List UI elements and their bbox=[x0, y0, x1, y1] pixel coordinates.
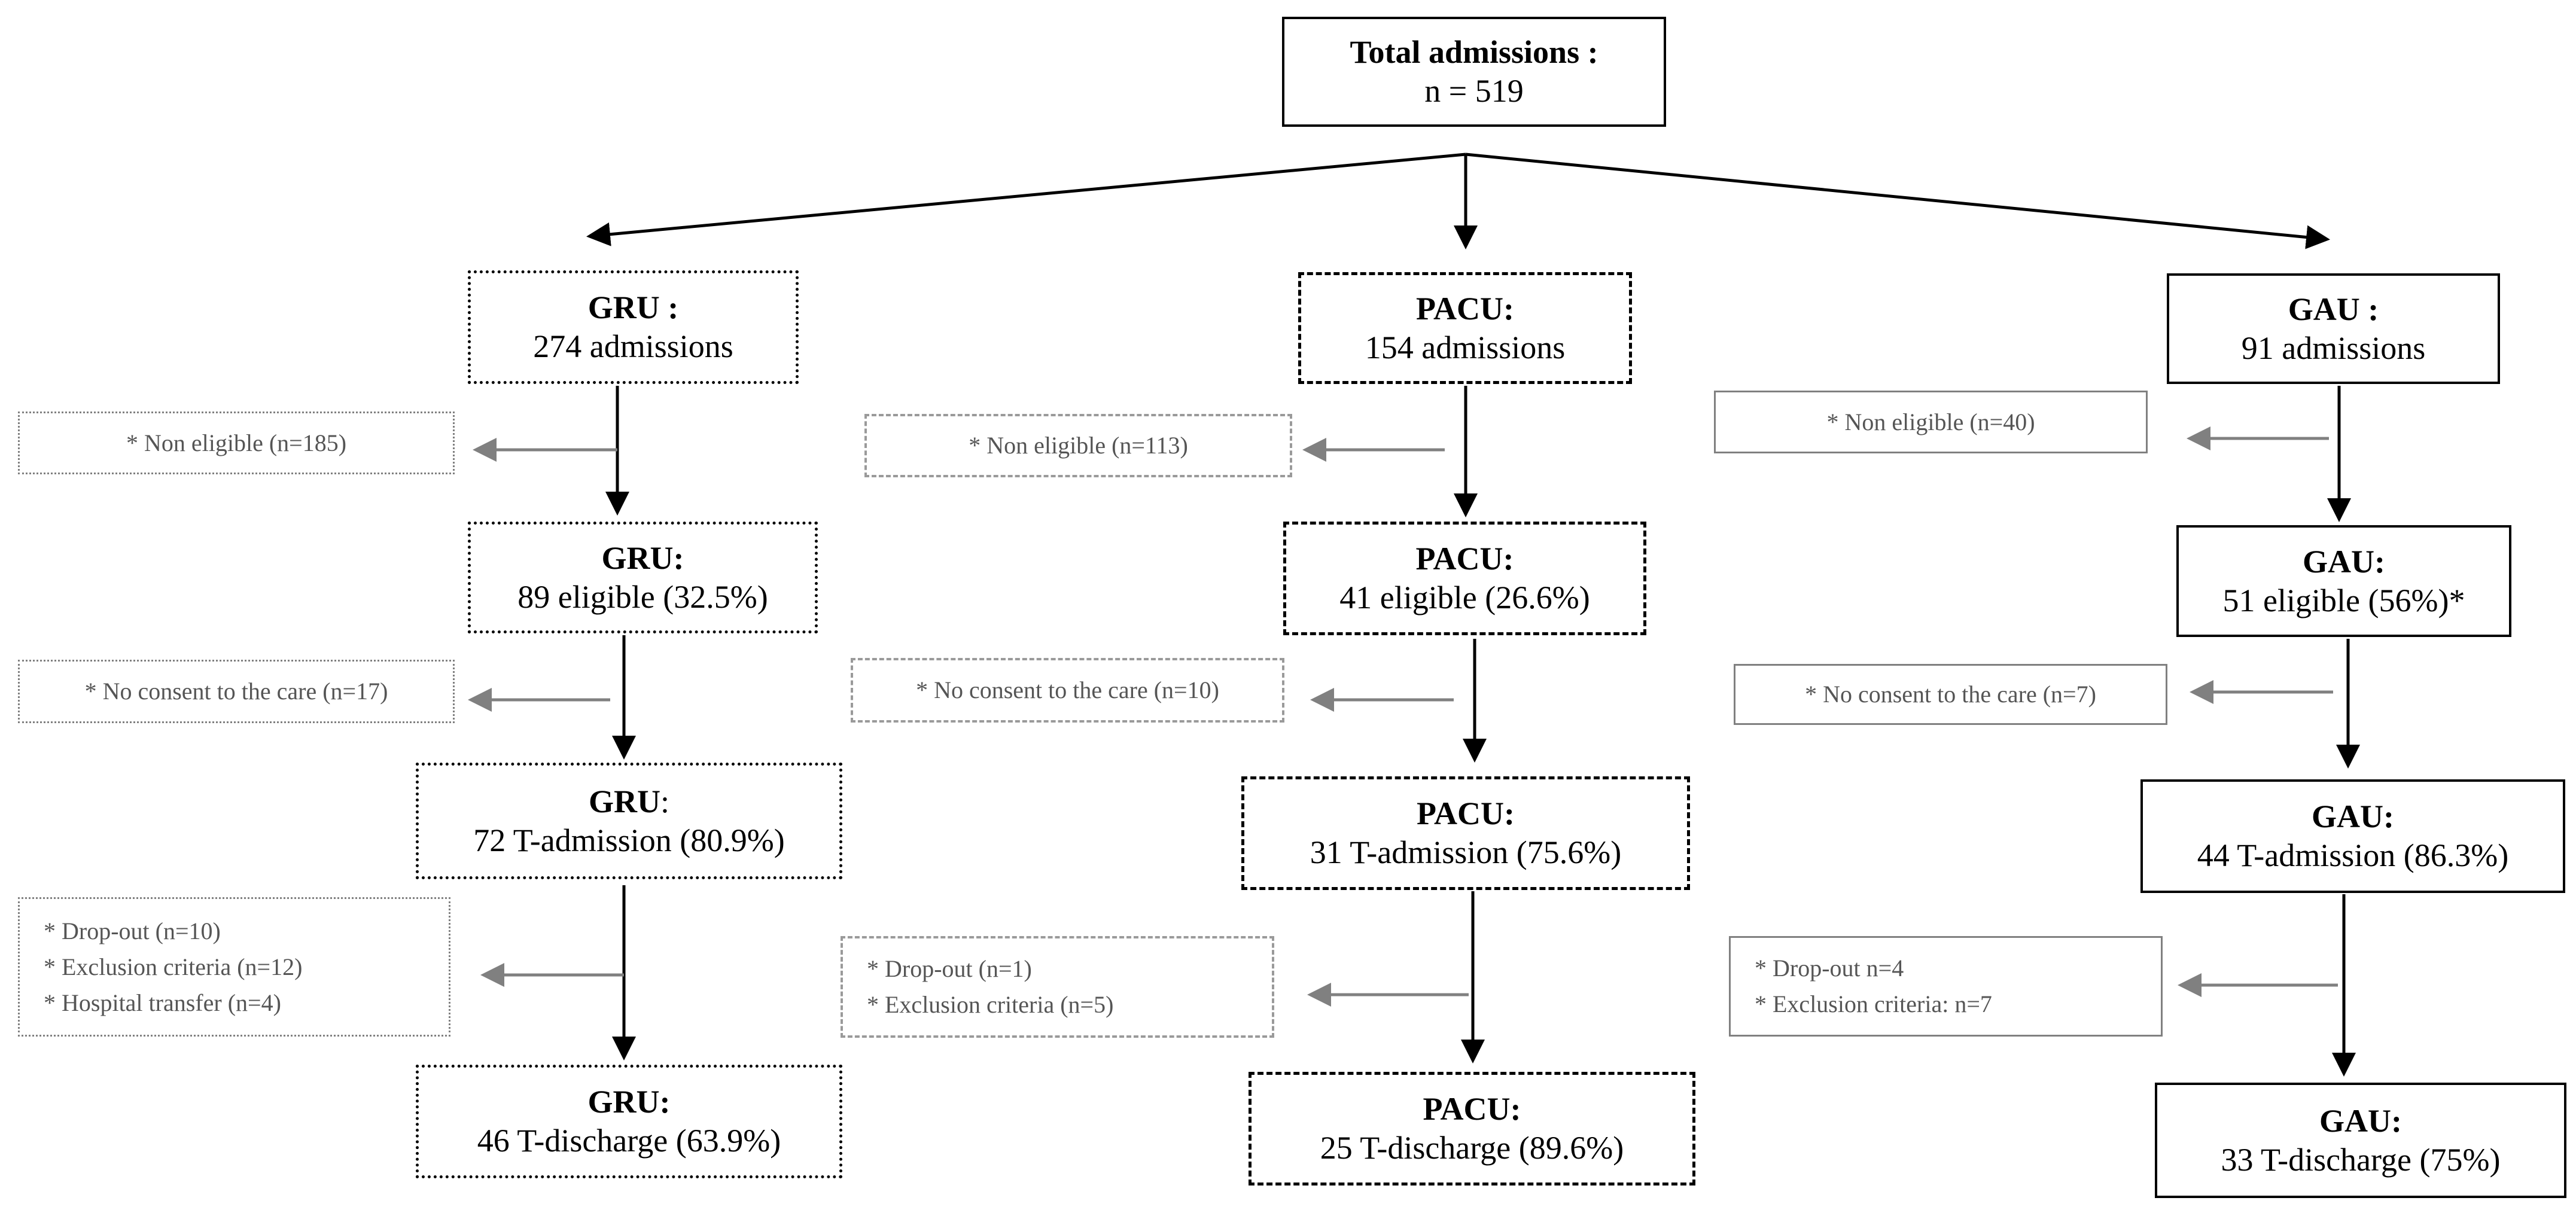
gru-unit-value: 274 admissions bbox=[533, 328, 733, 364]
pacu-unit-title: PACU: bbox=[1416, 290, 1514, 327]
pacu-tdischarge-box: PACU: 25 T-discharge (89.6%) bbox=[1249, 1072, 1695, 1185]
pacu-unit-box: PACU: 154 admissions bbox=[1298, 272, 1632, 384]
arrow-root-to-gru bbox=[586, 153, 1466, 246]
gau-tadmission-box: GAU: 44 T-admission (86.3%) bbox=[2140, 779, 2565, 893]
gau-exclusion-3-item: * Drop-out n=4 bbox=[1755, 955, 1904, 982]
pacu-exclusion-2: * No consent to the care (n=10) bbox=[851, 658, 1284, 723]
gru-tadmission-box: GRU: 72 T-admission (80.9%) bbox=[416, 763, 842, 879]
pacu-exclusion-3-item: * Drop-out (n=1) bbox=[867, 955, 1032, 982]
root-title: Total admissions : bbox=[1350, 34, 1598, 71]
gru-tdischarge-title: GRU: bbox=[587, 1084, 671, 1120]
arrow-root-to-gau bbox=[1465, 153, 2330, 249]
gau-tadmission-value: 44 T-admission (86.3%) bbox=[2197, 837, 2509, 873]
gau-tdischarge-box: GAU: 33 T-discharge (75%) bbox=[2155, 1083, 2566, 1198]
gau-tadmission-title: GAU: bbox=[2312, 799, 2394, 835]
gru-tadmission-title: GRU bbox=[588, 783, 660, 819]
pacu-eligible-value: 41 eligible (26.6%) bbox=[1339, 580, 1590, 615]
gau-eligible-box: GAU: 51 eligible (56%)* bbox=[2176, 525, 2511, 637]
gau-eligible-title: GAU: bbox=[2303, 543, 2385, 580]
root-arrows bbox=[586, 153, 2330, 249]
pacu-tadmission-title: PACU: bbox=[1417, 796, 1515, 832]
pacu-eligible-box: PACU: 41 eligible (26.6%) bbox=[1283, 522, 1646, 635]
gru-exclusion-3: * Drop-out (n=10) * Exclusion criteria (… bbox=[18, 897, 450, 1037]
gau-eligible-value: 51 eligible (56%)* bbox=[2222, 582, 2465, 618]
gau-unit-value: 91 admissions bbox=[2241, 330, 2426, 366]
pacu-unit-value: 154 admissions bbox=[1365, 329, 1566, 365]
gau-unit-title: GAU : bbox=[2288, 291, 2379, 327]
gru-unit-title: GRU : bbox=[587, 289, 679, 326]
gau-tdischarge-value: 33 T-discharge (75%) bbox=[2221, 1141, 2501, 1178]
gau-exclusion-3: * Drop-out n=4 * Exclusion criteria: n=7 bbox=[1729, 936, 2163, 1037]
gru-unit-box: GRU : 274 admissions bbox=[468, 270, 799, 384]
gru-tadmission-title-suffix: : bbox=[660, 783, 669, 819]
gau-exclusion-3-item: * Exclusion criteria: n=7 bbox=[1755, 991, 1992, 1017]
gau-tdischarge-title: GAU: bbox=[2319, 1102, 2402, 1139]
gru-eligible-title: GRU: bbox=[601, 540, 684, 576]
gru-exclusion-3-item: * Drop-out (n=10) bbox=[44, 917, 221, 944]
root-value: n = 519 bbox=[1424, 73, 1524, 109]
gru-eligible-value: 89 eligible (32.5%) bbox=[517, 578, 768, 615]
pacu-eligible-title: PACU: bbox=[1415, 541, 1514, 577]
root-box: Total admissions : n = 519 bbox=[1282, 17, 1666, 127]
gau-exclusion-2: * No consent to the care (n=7) bbox=[1734, 664, 2167, 725]
pacu-exclusion-3-item: * Exclusion criteria (n=5) bbox=[867, 991, 1114, 1018]
pacu-exclusion-3: * Drop-out (n=1) * Exclusion criteria (n… bbox=[841, 936, 1274, 1038]
pacu-exclusion-1: * Non eligible (n=113) bbox=[864, 414, 1292, 477]
pacu-tdischarge-title: PACU: bbox=[1423, 1091, 1521, 1127]
pacu-tdischarge-value: 25 T-discharge (89.6%) bbox=[1320, 1130, 1624, 1166]
gru-exclusion-1: * Non eligible (n=185) bbox=[18, 412, 455, 474]
gru-tadmission-value: 72 T-admission (80.9%) bbox=[473, 822, 785, 858]
gru-tdischarge-value: 46 T-discharge (63.9%) bbox=[477, 1123, 781, 1159]
pacu-tadmission-box: PACU: 31 T-admission (75.6%) bbox=[1241, 776, 1690, 890]
gru-tdischarge-box: GRU: 46 T-discharge (63.9%) bbox=[416, 1065, 842, 1178]
gau-unit-box: GAU : 91 admissions bbox=[2167, 273, 2500, 384]
gru-exclusion-2: * No consent to the care (n=17) bbox=[18, 660, 455, 723]
gru-eligible-box: GRU: 89 eligible (32.5%) bbox=[468, 522, 818, 633]
gru-exclusion-3-item: * Hospital transfer (n=4) bbox=[44, 989, 281, 1016]
gru-exclusion-3-item: * Exclusion criteria (n=12) bbox=[44, 953, 303, 980]
pacu-tadmission-value: 31 T-admission (75.6%) bbox=[1310, 834, 1622, 870]
gau-exclusion-1: * Non eligible (n=40) bbox=[1714, 391, 2148, 453]
